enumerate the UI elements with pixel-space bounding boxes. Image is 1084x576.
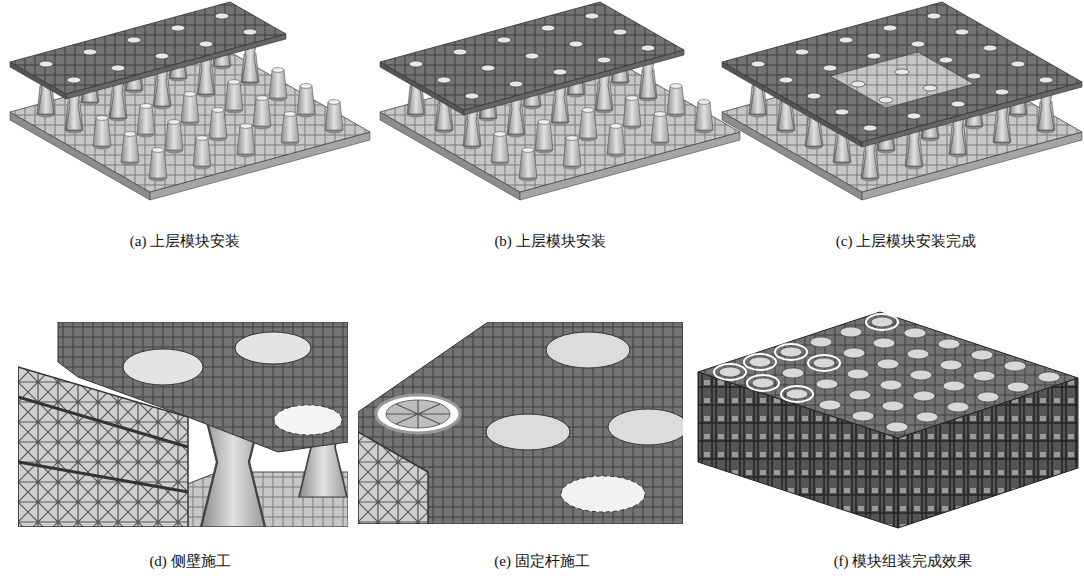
sub-caption: (b) 上层模块安装 bbox=[494, 232, 605, 250]
panel-c bbox=[722, 2, 1082, 200]
sub-caption: (a) 上层模块安装 bbox=[130, 232, 240, 250]
sub-caption: (e) 固定杆施工 bbox=[494, 552, 589, 570]
panel-b bbox=[380, 2, 740, 200]
panel-a bbox=[10, 2, 370, 200]
panel-f bbox=[698, 312, 1078, 528]
sub-caption: (c) 上层模块安装完成 bbox=[836, 232, 976, 250]
panel-e bbox=[358, 322, 683, 524]
sub-caption: (f) 模块组装完成效果 bbox=[834, 552, 973, 570]
sub-caption: (d) 侧壁施工 bbox=[149, 552, 230, 570]
panel-d bbox=[18, 322, 348, 527]
